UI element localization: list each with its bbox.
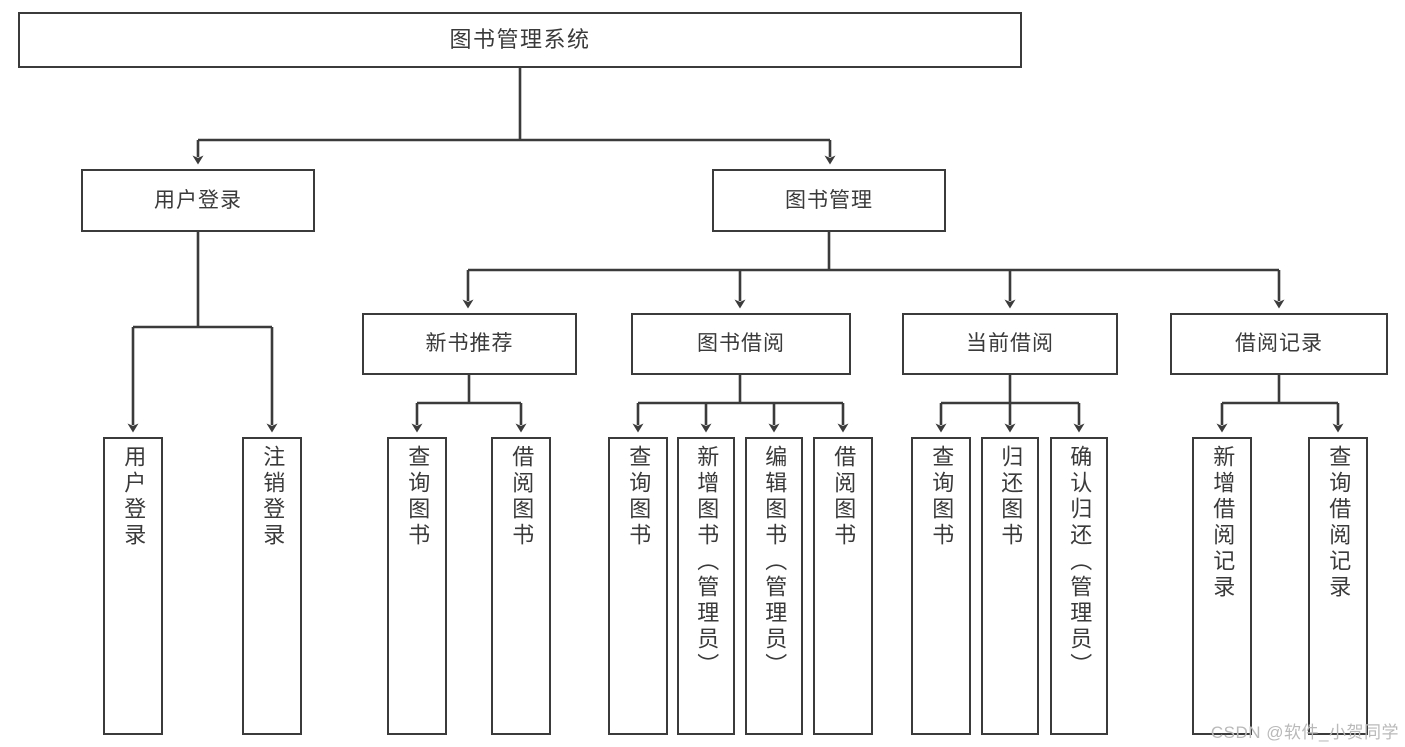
leaf-logout[interactable]: 注销登录 [242, 437, 302, 735]
leaf-return-book[interactable]: 归还图书 [981, 437, 1039, 735]
leaf-borrow-book-label: 借阅图书 [831, 445, 857, 549]
leaf-query-borrow-record-label: 查询借阅记录 [1326, 445, 1352, 601]
leaf-add-borrow-record[interactable]: 新增借阅记录 [1192, 437, 1252, 735]
leaf-query-book-current[interactable]: 查询图书 [911, 437, 971, 735]
leaf-confirm-return-admin-label: 确认归还（管理员） [1067, 445, 1093, 679]
node-book-borrow[interactable]: 图书借阅 [631, 313, 851, 375]
watermark: CSDN @软件_小贺同学 [1210, 723, 1399, 742]
node-book-management-label: 图书管理 [785, 188, 873, 212]
leaf-borrow-book-recommend[interactable]: 借阅图书 [491, 437, 551, 735]
leaf-borrow-book[interactable]: 借阅图书 [813, 437, 873, 735]
node-current-borrow-label: 当前借阅 [966, 332, 1054, 356]
node-new-book-recommend[interactable]: 新书推荐 [362, 313, 577, 375]
node-user-login[interactable]: 用户登录 [81, 169, 315, 232]
leaf-borrow-book-recommend-label: 借阅图书 [509, 445, 535, 549]
leaf-logout-label: 注销登录 [260, 445, 286, 549]
node-borrow-records[interactable]: 借阅记录 [1170, 313, 1388, 375]
leaf-query-book-borrow[interactable]: 查询图书 [608, 437, 668, 735]
leaf-edit-book-admin[interactable]: 编辑图书（管理员） [745, 437, 803, 735]
leaf-query-borrow-record[interactable]: 查询借阅记录 [1308, 437, 1368, 735]
node-new-book-recommend-label: 新书推荐 [425, 332, 514, 356]
node-root[interactable]: 图书管理系统 [18, 12, 1022, 68]
leaf-query-book-borrow-label: 查询图书 [626, 445, 652, 549]
leaf-add-borrow-record-label: 新增借阅记录 [1210, 445, 1236, 601]
node-current-borrow[interactable]: 当前借阅 [902, 313, 1118, 375]
leaf-return-book-label: 归还图书 [998, 445, 1024, 549]
node-user-login-label: 用户登录 [154, 188, 242, 212]
leaf-edit-book-admin-label: 编辑图书（管理员） [762, 445, 788, 679]
leaf-user-login-label: 用户登录 [121, 445, 147, 549]
leaf-query-book-recommend[interactable]: 查询图书 [387, 437, 447, 735]
node-root-label: 图书管理系统 [449, 26, 591, 52]
leaf-add-book-admin-label: 新增图书（管理员） [694, 445, 720, 679]
leaf-user-login[interactable]: 用户登录 [103, 437, 163, 735]
leaf-confirm-return-admin[interactable]: 确认归还（管理员） [1050, 437, 1108, 735]
leaf-query-book-current-label: 查询图书 [929, 445, 955, 549]
node-book-borrow-label: 图书借阅 [697, 332, 785, 356]
node-book-management[interactable]: 图书管理 [712, 169, 946, 232]
leaf-add-book-admin[interactable]: 新增图书（管理员） [677, 437, 735, 735]
node-borrow-records-label: 借阅记录 [1235, 332, 1323, 356]
leaf-query-book-recommend-label: 查询图书 [405, 445, 431, 549]
